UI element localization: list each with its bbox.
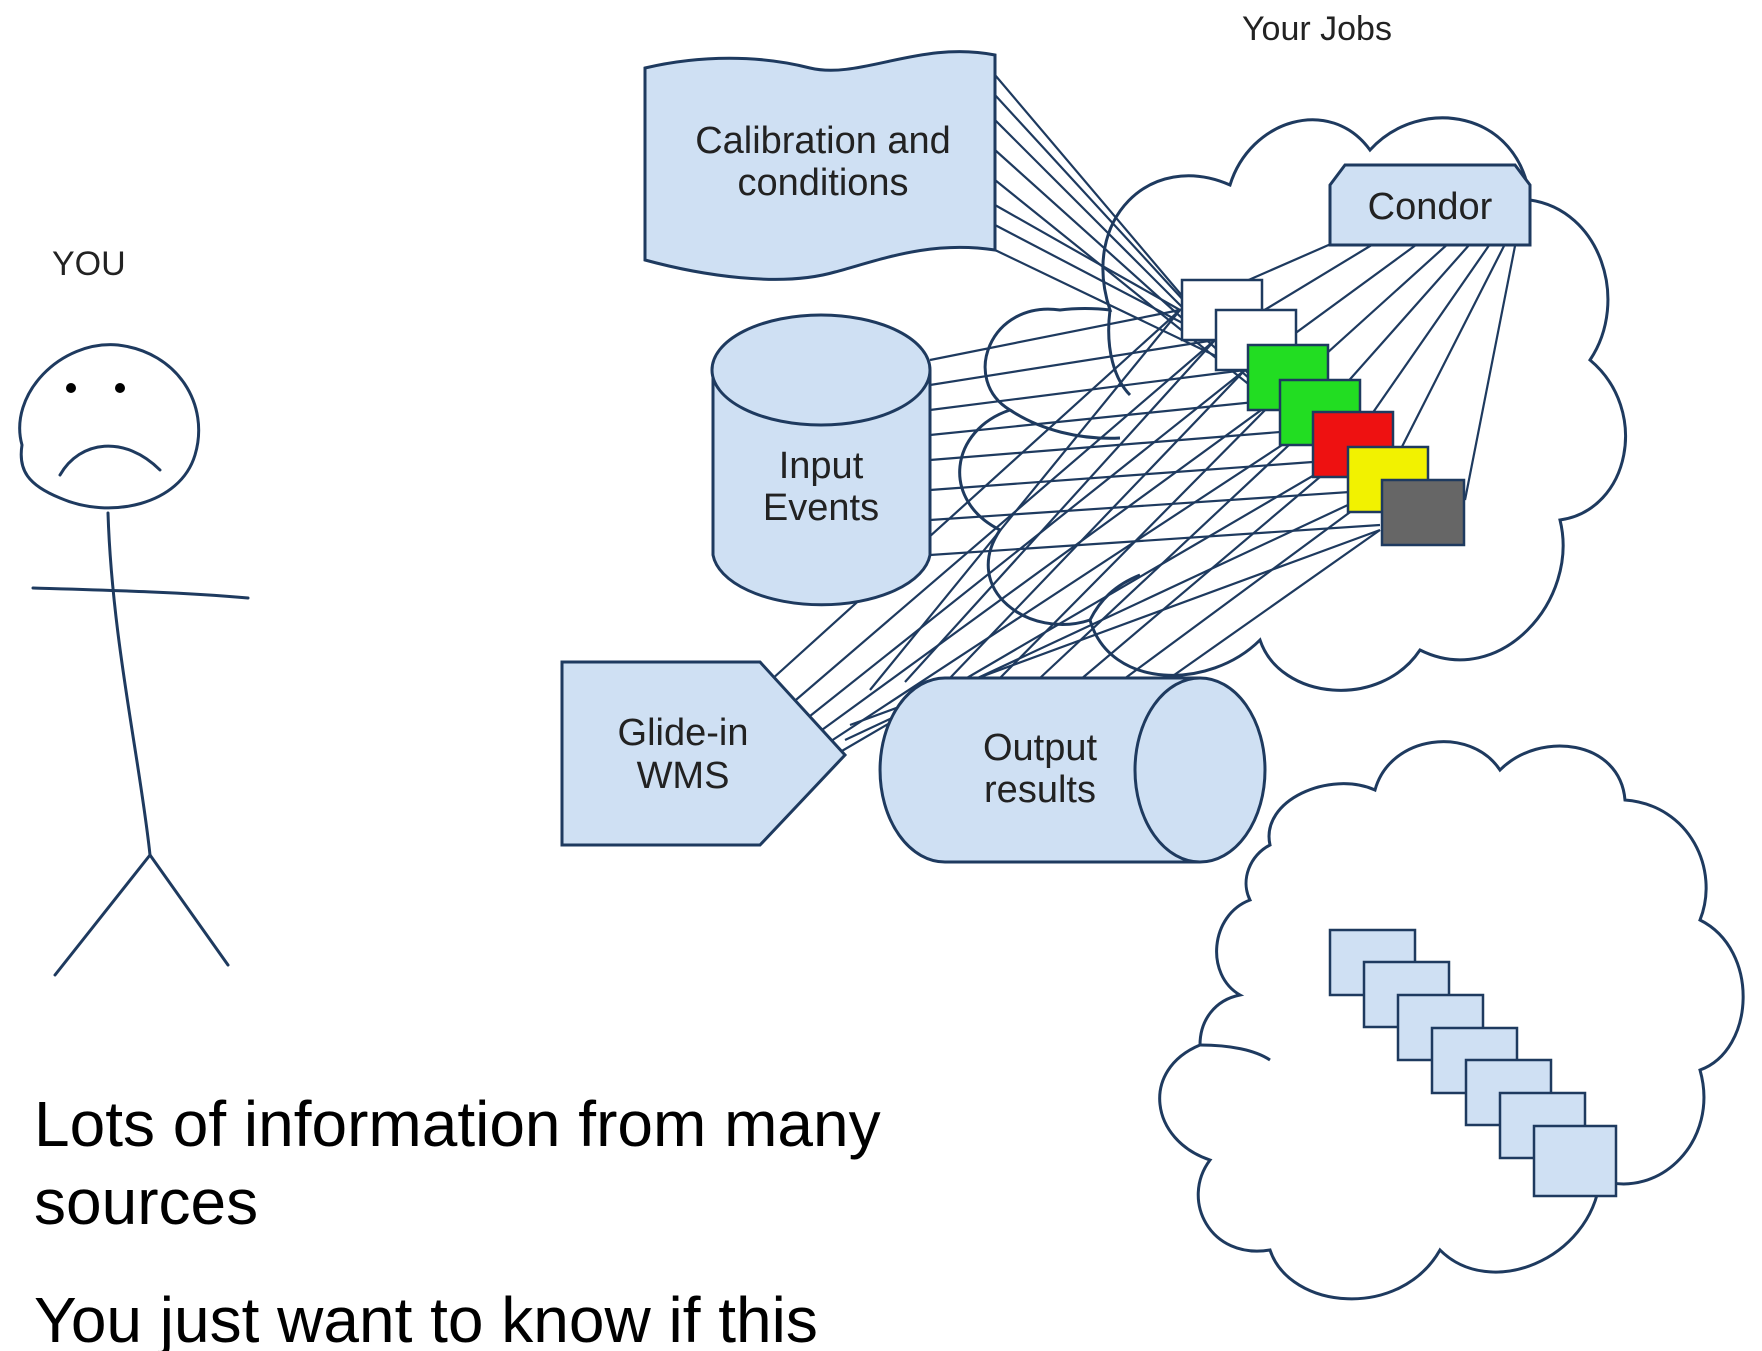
small-cloud <box>1158 740 1745 1301</box>
queued-job-stack <box>1328 928 1618 1198</box>
your-jobs-label: Your Jobs <box>1242 10 1392 48</box>
connection-lines <box>759 74 1517 756</box>
job-box-gray <box>1380 478 1466 547</box>
figure-arms <box>31 586 250 600</box>
figure-left-leg <box>53 853 152 977</box>
figure-head <box>18 343 201 510</box>
figure-right-eye <box>115 383 125 393</box>
caption-line-1: Lots of information from many sources <box>34 1088 881 1238</box>
glidein-wms-shape <box>560 660 848 847</box>
output-results-cylinder-end <box>1133 676 1267 864</box>
condor-node: Condor <box>1328 163 1532 247</box>
input-events-cylinder-top <box>710 313 932 427</box>
glidein-wms-label-line2: WMS <box>637 755 730 797</box>
job-stack <box>1180 278 1466 547</box>
output-results-label-line2: results <box>984 769 1096 811</box>
condor-label: Condor <box>1368 186 1493 228</box>
figure-body <box>106 511 152 857</box>
input-events-cylinder-body <box>711 370 932 607</box>
input-events-label-line1: Input <box>779 445 864 487</box>
output-results-node: Output results <box>878 676 1267 864</box>
you-label: YOU <box>52 245 126 283</box>
caption-line-2: You just want to know if this <box>34 1284 818 1351</box>
stick-figure <box>18 343 250 977</box>
output-results-label-line1: Output <box>983 727 1098 769</box>
calibration-label-line1: Calibration and <box>695 120 951 162</box>
queued-job-7 <box>1532 1124 1618 1198</box>
calibration-shape <box>643 50 997 281</box>
output-results-cylinder-body <box>878 676 1200 864</box>
calibration-node: Calibration and conditions <box>643 50 997 281</box>
glidein-wms-node: Glide-in WMS <box>560 660 848 847</box>
input-events-node: Input Events <box>710 313 932 607</box>
figure-left-eye <box>66 383 76 393</box>
figure-right-leg <box>148 853 230 967</box>
condor-shape <box>1328 163 1532 247</box>
small-cloud-inner-curve <box>1199 1043 1271 1062</box>
glidein-wms-label-line1: Glide-in <box>618 712 749 754</box>
figure-frown <box>58 444 162 477</box>
jobs-cloud-inner-curve-1 <box>1107 309 1132 397</box>
input-events-label-line2: Events <box>763 487 879 529</box>
caption-text: Lots of information from many sources Yo… <box>34 1085 1014 1351</box>
jobs-cloud-inner-curve-2 <box>1009 408 1121 440</box>
calibration-label-line2: conditions <box>737 162 908 204</box>
